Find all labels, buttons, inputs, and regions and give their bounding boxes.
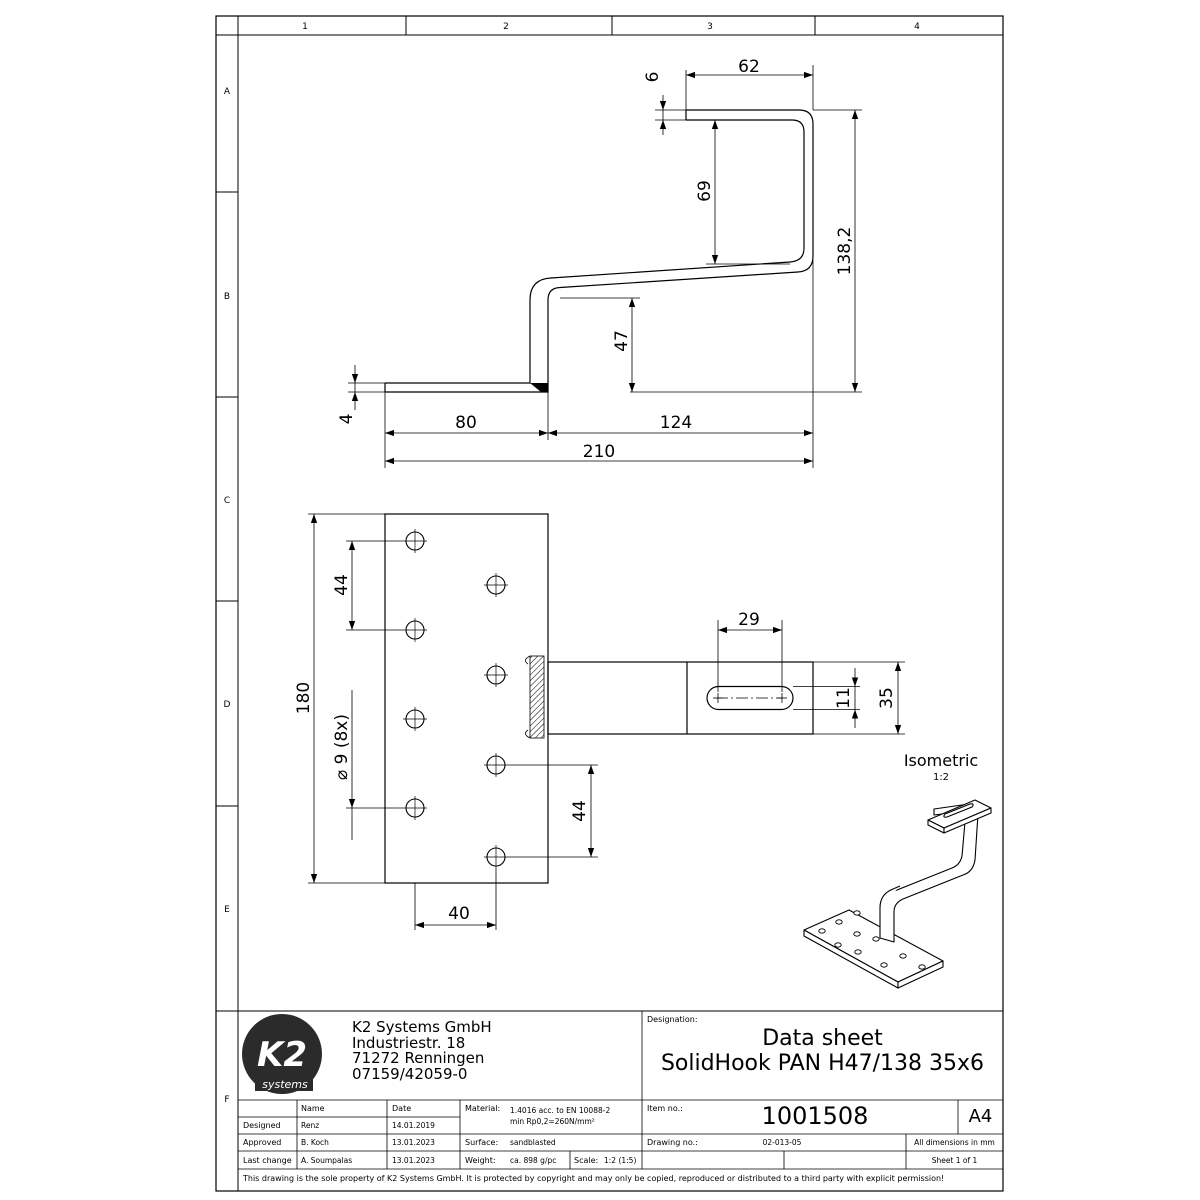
column-label: 3 xyxy=(707,22,713,32)
weight-label: Weight: xyxy=(465,1156,496,1165)
designed-name: Renz xyxy=(301,1121,320,1130)
last-change-name: A. Soumpalas xyxy=(301,1156,353,1165)
column-label: 1 xyxy=(302,22,308,32)
dimension-47: 47 xyxy=(612,330,632,352)
company-street: Industriestr. 18 xyxy=(352,1033,466,1052)
column-label: 4 xyxy=(914,22,920,32)
frame-labels: 1 2 3 4 A B C D E F xyxy=(224,22,921,1105)
hole xyxy=(484,753,508,777)
row-label: E xyxy=(224,905,230,915)
paper-format: A4 xyxy=(968,1106,993,1127)
hole xyxy=(403,529,427,553)
units-note: All dimensions in mm xyxy=(914,1138,995,1147)
material-strength: min Rp0,2=260N/mm² xyxy=(510,1117,595,1126)
title-block-grid xyxy=(238,1011,1003,1170)
hole xyxy=(484,845,508,869)
weight-value: ca. 898 g/pc xyxy=(510,1156,557,1165)
weld-hatch xyxy=(525,655,545,739)
side-view-extension-lines xyxy=(348,65,862,468)
item-label: Item no.: xyxy=(647,1104,683,1113)
drawing-title-line2: SolidHook PAN H47/138 35x6 xyxy=(660,1051,985,1076)
company-phone: 07159/42059-0 xyxy=(352,1064,468,1083)
last-change-date: 13.01.2023 xyxy=(392,1156,435,1165)
designed-label: Designed xyxy=(243,1121,281,1130)
designation-label: Designation: xyxy=(647,1015,698,1024)
dimension-62: 62 xyxy=(738,57,760,77)
slot-center-crosses xyxy=(713,693,787,703)
approved-date: 13.01.2023 xyxy=(392,1138,435,1147)
row-label: D xyxy=(224,700,231,710)
isometric-label: Isometric xyxy=(904,751,978,770)
surface-value: sandblasted xyxy=(510,1138,556,1147)
approved-label: Approved xyxy=(243,1138,282,1147)
company-city: 71272 Renningen xyxy=(352,1049,485,1067)
row-label: A xyxy=(224,87,231,97)
drawing-title: Data sheet SolidHook PAN H47/138 35x6 xyxy=(642,1026,1003,1076)
hole xyxy=(403,796,427,820)
scale-label: Scale: xyxy=(574,1156,599,1165)
weld-mark xyxy=(530,383,548,392)
hole-diameter-note: ⌀ 9 (8x) xyxy=(332,714,352,780)
company-name: K2 Systems GmbH xyxy=(352,1018,492,1036)
drawing-number-label: Drawing no.: xyxy=(647,1138,698,1147)
company-address: K2 Systems GmbH Industriestr. 18 71272 R… xyxy=(352,1018,492,1083)
plan-view-dimension-texts: 180 44 ⌀ 9 (8x) 44 40 29 11 35 xyxy=(294,574,897,924)
copyright-notice: This drawing is the sole property of K2 … xyxy=(243,1174,945,1183)
approved-name: B. Koch xyxy=(301,1138,329,1147)
dimension-6: 6 xyxy=(643,72,663,83)
plan-view-extension-lines xyxy=(308,513,905,930)
drawing-number: 02-013-05 xyxy=(762,1138,802,1147)
dimension-44-left: 44 xyxy=(332,574,352,596)
dimension-80: 80 xyxy=(455,413,477,433)
material-value: 1.4016 acc. to EN 10088-2 min Rp0,2=260N… xyxy=(510,1105,610,1127)
logo-subtext: systems xyxy=(262,1078,308,1091)
mounting-holes xyxy=(403,529,508,869)
dimension-138: 138,2 xyxy=(835,227,855,276)
drawing-frame xyxy=(215,15,1004,1192)
plan-view-base-plate xyxy=(384,513,814,884)
logo-text: K2 xyxy=(257,1035,307,1075)
sheet-number: Sheet 1 of 1 xyxy=(931,1156,978,1165)
hole xyxy=(484,573,508,597)
dimension-11: 11 xyxy=(834,687,854,709)
row-label: C xyxy=(224,496,230,506)
side-view-hook-profile xyxy=(384,109,814,393)
row-label: F xyxy=(224,1095,229,1105)
name-header: Name xyxy=(301,1104,325,1113)
dimension-44-right: 44 xyxy=(570,800,590,822)
column-label: 2 xyxy=(503,22,509,32)
drawing-title-line1: Data sheet xyxy=(762,1026,883,1051)
row-label: B xyxy=(224,292,230,302)
hole xyxy=(403,618,427,642)
date-header: Date xyxy=(392,1104,412,1113)
item-number: 1001508 xyxy=(761,1102,869,1130)
side-view-dimension-lines xyxy=(351,71,859,465)
dimension-210: 210 xyxy=(583,442,615,462)
hole xyxy=(484,663,508,687)
surface-label: Surface: xyxy=(465,1138,499,1147)
hole xyxy=(403,707,427,731)
material-label: Material: xyxy=(465,1104,501,1113)
last-change-label: Last change xyxy=(243,1156,292,1165)
isometric-scale: 1:2 xyxy=(933,772,949,783)
dimension-40: 40 xyxy=(448,904,470,924)
isometric-holes xyxy=(818,910,926,970)
isometric-view xyxy=(803,799,992,989)
dimension-180: 180 xyxy=(294,682,314,714)
designed-date: 14.01.2019 xyxy=(392,1121,435,1130)
dimension-69: 69 xyxy=(695,180,715,202)
company-logo: K2 systems xyxy=(242,1014,322,1094)
dimension-124: 124 xyxy=(660,413,692,433)
plan-view-dimension-lines xyxy=(310,514,902,929)
dimension-29: 29 xyxy=(738,610,760,630)
side-view-dimension-texts: 62 6 69 138,2 47 4 80 124 210 xyxy=(337,57,855,462)
dimension-4: 4 xyxy=(337,414,357,425)
material-grade: 1.4016 acc. to EN 10088-2 xyxy=(510,1106,611,1115)
dimension-35: 35 xyxy=(877,687,897,709)
scale-value: 1:2 (1:5) xyxy=(604,1156,637,1165)
